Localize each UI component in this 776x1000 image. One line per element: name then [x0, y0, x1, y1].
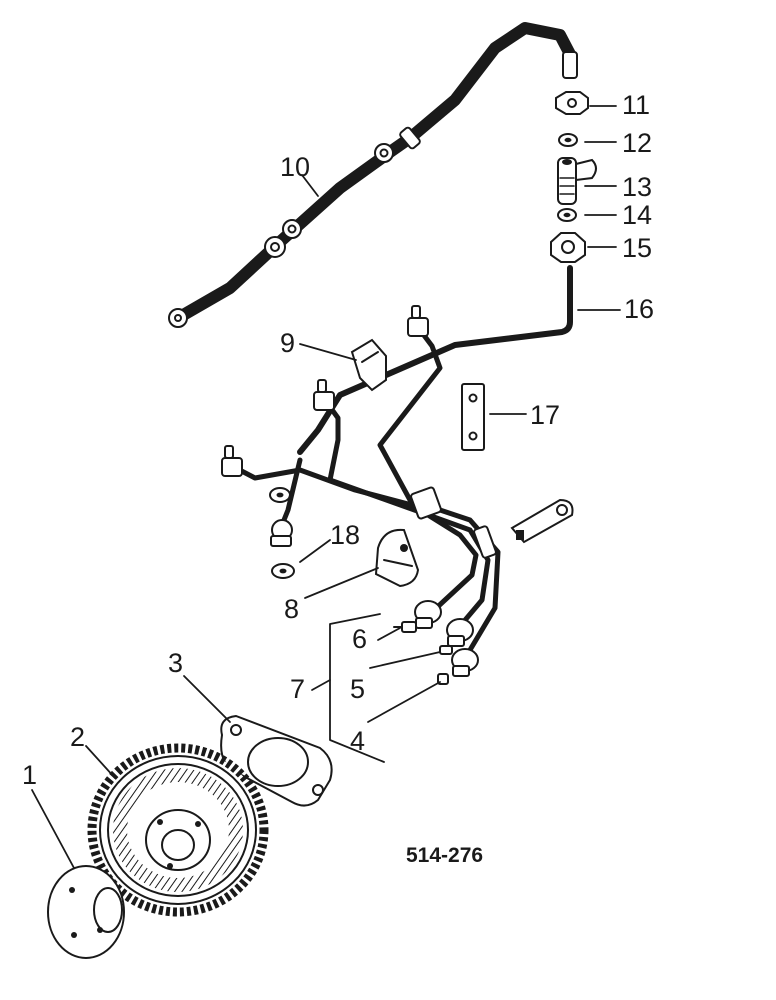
callout-labels: 1 2 3 4 5 6 7 8 9 10 11 12 13 14 15 16 1…: [22, 90, 654, 867]
washer-18: [269, 487, 295, 579]
callout-1: 1: [22, 760, 37, 790]
pipe-nut-lower-1: [414, 600, 442, 629]
bolt-6: [393, 621, 417, 633]
sealing-washer-14: [557, 208, 577, 222]
reference-code: 514-276: [406, 844, 483, 867]
callout-5: 5: [350, 674, 365, 704]
callout-14: 14: [622, 200, 652, 230]
leader-lines: [31, 105, 621, 869]
callout-17: 17: [530, 400, 560, 430]
banjo-union-13: [557, 157, 597, 205]
union-stack: [550, 91, 597, 263]
callout-10: 10: [280, 152, 310, 182]
leak-off-pipe-16: [297, 265, 573, 455]
callout-8: 8: [284, 594, 299, 624]
pipe-nut-top-3: [221, 445, 243, 477]
leak-off-hose-assembly: [168, 22, 578, 328]
pipe-nut-top-1: [407, 305, 429, 337]
callout-4: 4: [350, 726, 365, 756]
pipe-clamp-block-lower: [473, 525, 497, 559]
callout-13: 13: [622, 172, 652, 202]
pipe-clamp-block-upper: [410, 486, 442, 520]
injector-pipe-bundle: [221, 305, 501, 677]
pipe-nut-lower-2: [446, 618, 474, 647]
hub-1: [47, 865, 125, 959]
callout-3: 3: [168, 648, 183, 678]
callout-15: 15: [622, 233, 652, 263]
callout-9: 9: [280, 328, 295, 358]
clip-bracket-9: [350, 338, 387, 392]
pipe-clamp-right: [510, 498, 574, 544]
callout-2: 2: [70, 722, 85, 752]
banjo-fitting-lower: [270, 457, 303, 547]
clamp-plate-17: [461, 383, 485, 451]
drive-gear-2: [87, 743, 269, 917]
sealing-washer-12: [558, 133, 578, 147]
pipe-nut-lower-3: [451, 648, 479, 677]
pipe-clamp-8: [374, 528, 420, 588]
callout-11: 11: [622, 90, 650, 120]
callout-16: 16: [624, 294, 654, 324]
hex-nut-11: [555, 91, 589, 115]
pipe-nut-top-2: [313, 379, 335, 411]
callout-12: 12: [622, 128, 652, 158]
callout-6: 6: [352, 624, 367, 654]
bolt-5: [439, 645, 453, 655]
callout-18: 18: [330, 520, 360, 550]
hex-nut-15: [550, 232, 586, 263]
callout-7: 7: [290, 674, 305, 704]
